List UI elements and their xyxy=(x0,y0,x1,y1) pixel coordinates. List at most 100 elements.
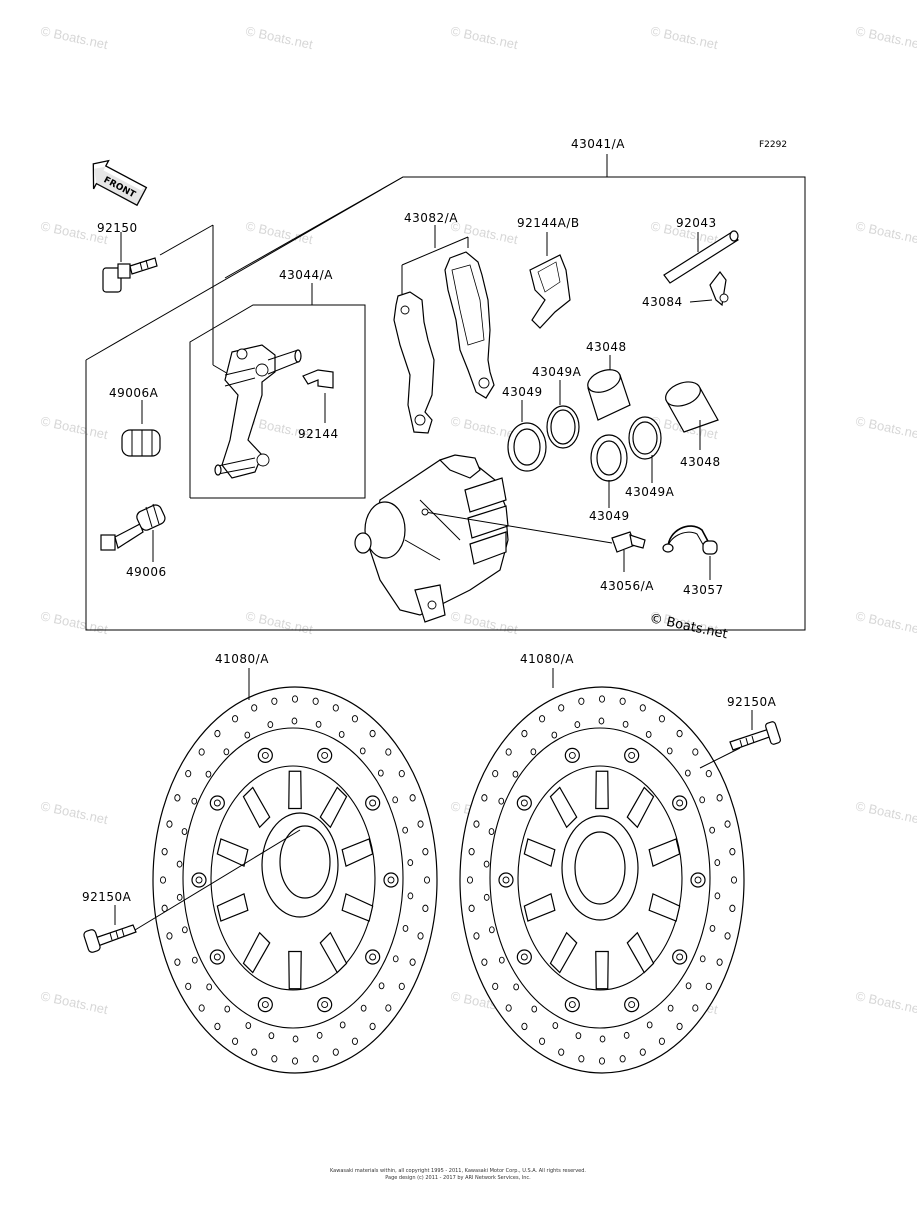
vent-hole xyxy=(417,932,424,940)
carrier-spoke xyxy=(523,838,556,867)
vent-hole xyxy=(473,820,480,828)
watermark-text: © Boats.net xyxy=(649,23,719,52)
vent-hole xyxy=(174,958,181,966)
vent-hole xyxy=(558,1048,565,1056)
vent-hole xyxy=(338,730,345,738)
label-41080a-left: 41080/A xyxy=(215,652,269,666)
vent-hole xyxy=(223,748,230,756)
vent-hole xyxy=(417,820,424,828)
bolt-92150-icon xyxy=(102,224,231,376)
carrier-spoke xyxy=(216,893,249,922)
vent-hole xyxy=(468,848,475,856)
vent-hole xyxy=(578,697,585,705)
float-button-hole xyxy=(321,1001,329,1009)
label-43056a: 43056/A xyxy=(600,579,654,593)
carrier-spoke xyxy=(341,893,374,922)
vent-hole xyxy=(185,769,192,778)
label-43049a-right: 43049A xyxy=(625,485,675,499)
vent-hole xyxy=(181,926,188,934)
watermark-text: © Boats.net xyxy=(39,413,109,442)
boot-49006a-icon xyxy=(121,400,161,457)
brake-disc-left-icon xyxy=(152,686,438,1074)
carrier-spoke xyxy=(523,893,556,922)
front-arrow-icon: FRONT xyxy=(92,159,148,207)
label-92150a-left: 92150A xyxy=(82,890,132,904)
vent-hole xyxy=(332,1048,339,1056)
carrier-spoke xyxy=(341,838,374,867)
vent-hole xyxy=(705,982,712,991)
seal-top-icon xyxy=(507,400,547,472)
vent-hole xyxy=(224,1005,231,1013)
vent-hole xyxy=(676,729,683,738)
vent-hole xyxy=(488,926,495,934)
vent-hole xyxy=(505,1004,512,1012)
vent-hole xyxy=(166,820,173,828)
label-92150: 92150 xyxy=(97,221,138,235)
vent-hole xyxy=(181,828,188,836)
carrier-spoke xyxy=(319,931,348,974)
vent-hole xyxy=(730,876,738,884)
footer-copyright: Kawasaki materials within, all copyright… xyxy=(330,1168,586,1174)
vent-hole xyxy=(646,1021,653,1029)
vent-hole xyxy=(312,697,319,705)
vent-hole xyxy=(332,704,339,712)
vent-hole xyxy=(351,1037,358,1045)
float-button-hole xyxy=(261,751,269,759)
float-button-hole xyxy=(195,876,203,884)
pin-92043-icon xyxy=(663,230,739,284)
vent-hole xyxy=(292,1035,299,1043)
carrier-spoke xyxy=(595,770,609,810)
vent-hole xyxy=(492,982,499,991)
vent-hole xyxy=(339,1021,346,1029)
vent-hole xyxy=(409,958,416,966)
vent-hole xyxy=(574,721,581,729)
vent-hole xyxy=(505,748,512,756)
vent-hole xyxy=(251,1048,258,1056)
vent-hole xyxy=(423,876,431,884)
vent-hole xyxy=(684,769,691,777)
watermark-text: © Boats.net xyxy=(854,988,917,1017)
vent-hole xyxy=(378,982,385,990)
float-button-hole xyxy=(694,876,702,884)
bolt-92150a-right-icon xyxy=(729,721,781,751)
vent-hole xyxy=(639,1048,646,1056)
vent-hole xyxy=(191,797,198,805)
vent-hole xyxy=(291,717,298,725)
label-41080a-right: 41080/A xyxy=(520,652,574,666)
vent-hole xyxy=(598,695,606,703)
label-43041a: 43041/A xyxy=(571,137,625,151)
vent-hole xyxy=(316,1031,323,1039)
watermark-text: © Boats.net xyxy=(449,608,519,637)
vent-hole xyxy=(705,769,712,778)
watermark-text: © Boats.net xyxy=(854,218,917,247)
vent-hole xyxy=(315,720,322,728)
vent-hole xyxy=(714,859,721,867)
spring-92144-icon xyxy=(302,369,334,423)
vent-hole xyxy=(402,826,409,834)
watermark-text: © Boats.net xyxy=(449,23,519,52)
brake-pads-icon xyxy=(393,225,495,434)
float-button-hole xyxy=(213,799,221,807)
watermark-text: © Boats.net xyxy=(854,413,917,442)
vent-hole xyxy=(551,731,558,739)
vent-hole xyxy=(699,796,706,804)
vent-hole xyxy=(291,695,299,703)
vent-hole xyxy=(716,794,723,802)
seal-a-right-icon xyxy=(628,416,662,483)
carrier-spoke xyxy=(288,770,302,810)
vent-hole xyxy=(531,1005,538,1013)
bleeder-cap-icon xyxy=(662,525,718,580)
float-button-hole xyxy=(502,876,510,884)
carrier-spoke xyxy=(242,931,271,974)
slide-pin-49006-icon xyxy=(100,503,166,562)
caliper-bracket-icon xyxy=(214,344,302,479)
vent-hole xyxy=(539,715,546,723)
vent-hole xyxy=(176,860,183,868)
vent-hole xyxy=(724,932,731,940)
vent-hole xyxy=(166,932,173,940)
watermark-text: © Boats.net xyxy=(39,988,109,1017)
piston-top-icon xyxy=(587,355,631,421)
label-43049a-top: 43049A xyxy=(532,365,582,379)
seal-right-icon xyxy=(590,434,628,508)
vent-hole xyxy=(488,828,495,836)
